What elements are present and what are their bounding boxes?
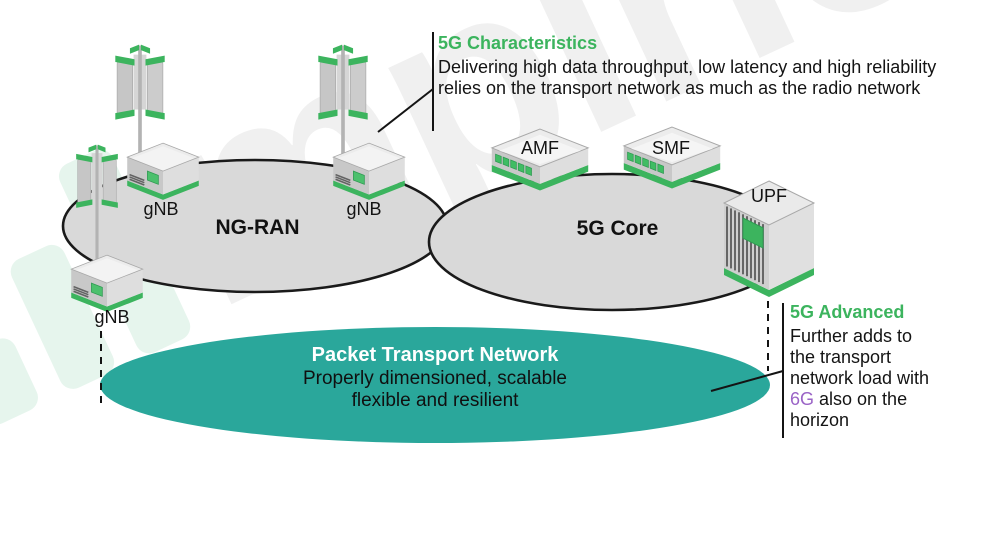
advanced-body: Further adds to the transport network lo…: [790, 326, 935, 431]
gnb-label: gNB: [346, 199, 382, 219]
ng-ran-label: NG-RAN: [215, 216, 300, 239]
advanced-6g-highlight: 6G: [790, 389, 815, 409]
characteristics-annotation: 5G Characteristics Delivering high data …: [438, 33, 943, 99]
characteristics-title: 5G Characteristics: [438, 33, 598, 53]
smf-label: SMF: [652, 138, 690, 158]
transport-ellipse: [100, 327, 770, 443]
transport-title: Packet Transport Network: [311, 344, 559, 366]
transport-subtitle: Properly dimensioned, scalable flexible …: [302, 368, 568, 411]
core-label: 5G Core: [576, 217, 659, 240]
upf-label: UPF: [751, 186, 787, 206]
amf-label: AMF: [521, 138, 559, 158]
advanced-body-before: Further adds to the transport network lo…: [790, 326, 930, 388]
advanced-annotation: 5G Advanced Further adds to the transpor…: [790, 302, 935, 431]
smf-box-icon: [620, 124, 724, 200]
characteristics-body: Delivering high data throughput, low lat…: [438, 57, 937, 98]
advanced-body-after: also on the horizon: [790, 389, 908, 430]
advanced-title: 5G Advanced: [790, 302, 905, 322]
antenna-mast-icon: [70, 140, 124, 268]
gnb-label: gNB: [94, 307, 130, 327]
gnb-label: gNB: [143, 199, 179, 219]
